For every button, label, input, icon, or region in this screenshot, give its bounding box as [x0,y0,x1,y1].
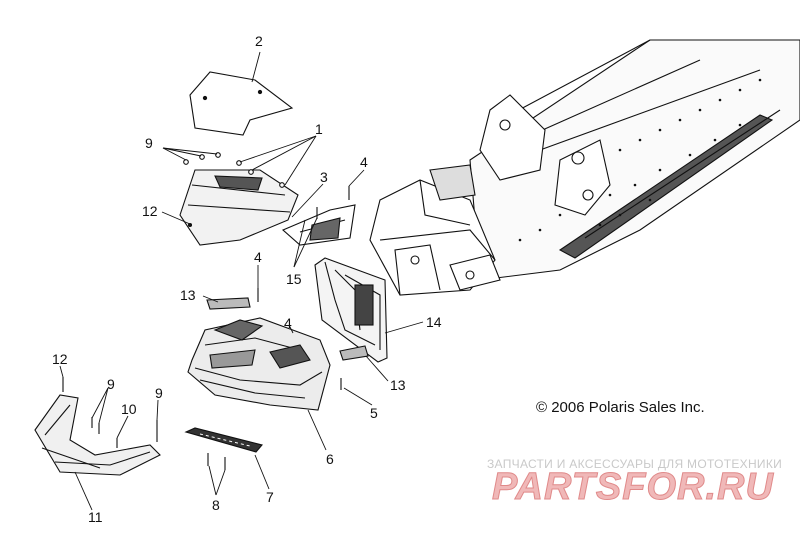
callout-5: 5 [370,405,378,421]
part-13-decal-lower [339,345,369,361]
callout-9: 9 [155,385,163,401]
leader-lines [59,51,424,511]
callout-4: 4 [254,249,262,265]
callout-1: 1 [315,121,323,137]
watermark-caption: ЗАПЧАСТИ И АКСЕССУАРЫ ДЛЯ МОТОТЕХНИКИ [487,457,783,471]
callout-12: 12 [142,203,158,219]
callout-3: 3 [320,169,328,185]
callout-9: 9 [145,135,153,151]
callout-15: 15 [286,271,302,287]
copyright-notice: © 2006 Polaris Sales Inc. [536,399,705,416]
callout-7: 7 [266,489,274,505]
callout-9: 9 [107,376,115,392]
part-2-plate [189,71,294,136]
part-14-bulkhead-panel [314,257,388,363]
callout-8: 8 [212,497,220,513]
callout-numbers: 1 2 3 4 4 4 5 6 7 8 9 9 9 10 11 12 12 13… [52,33,442,525]
callout-14: 14 [426,314,442,330]
callout-6: 6 [326,451,334,467]
callout-11: 11 [88,509,103,525]
chassis-frame [369,39,800,296]
bumper-hardware [62,377,158,448]
part-1-bolts [183,152,285,188]
callout-13: 13 [390,377,406,393]
part-6-nose-pan [187,317,331,411]
part-13-decal-upper [206,297,251,310]
callout-13: 13 [180,287,196,303]
part-11-bumper [34,394,161,476]
callout-4: 4 [360,154,368,170]
callout-2: 2 [255,33,263,49]
watermark-logo: PARTSFOR.RU [492,466,774,509]
callout-10: 10 [121,401,137,417]
part-12-belly-plate [179,169,299,246]
callout-12: 12 [52,351,68,367]
part-8-screws [207,453,226,470]
callout-4: 4 [284,315,292,331]
